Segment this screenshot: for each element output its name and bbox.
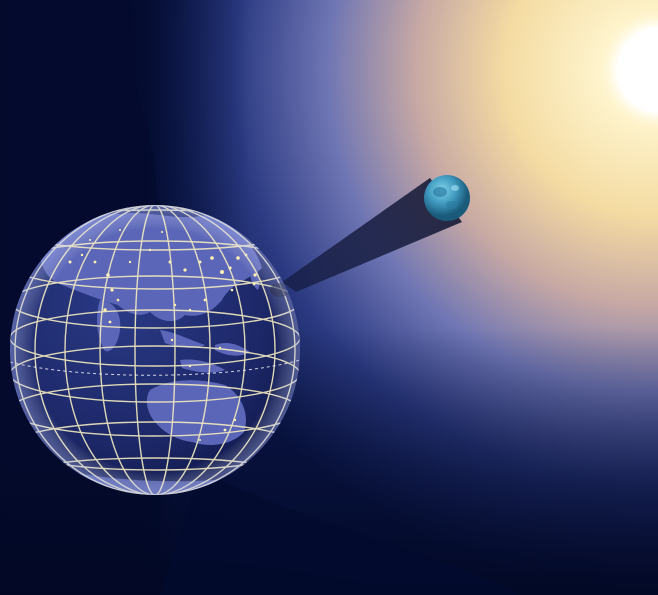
- earth-globe-icon: [10, 205, 300, 495]
- moon-shadow-cone: [282, 178, 462, 292]
- moon-icon: [424, 175, 470, 221]
- sun-icon: [598, 0, 658, 140]
